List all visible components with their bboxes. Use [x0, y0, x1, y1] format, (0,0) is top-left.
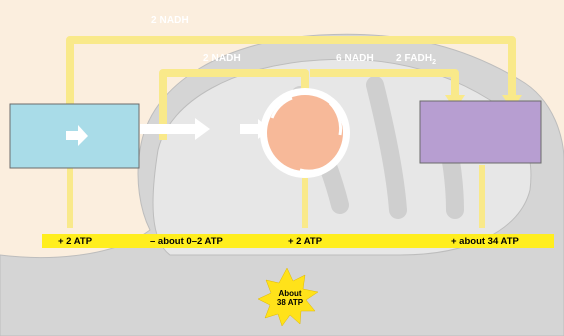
krebs-cycle-arrows — [270, 96, 343, 173]
atp-etc: + about 34 ATP — [451, 236, 519, 247]
fadh-subscript: 2 — [432, 59, 437, 66]
total-atp-line1: About — [278, 289, 302, 298]
nadh-label-mid: 2 NADH — [203, 53, 241, 64]
atp-down-arrows — [67, 165, 485, 228]
glycolysis-arrow-icon — [66, 125, 88, 146]
glycolysis-box — [9, 103, 140, 169]
mid-nadh-pathway — [159, 69, 309, 140]
fadh-label: 2 FADH2 — [396, 53, 436, 66]
pyruvate-arrow — [140, 118, 210, 140]
atp-bar — [42, 234, 554, 248]
electron-transport-box — [419, 100, 542, 164]
total-atp-label: About 38 ATP — [260, 289, 320, 307]
fadh-text: 2 FADH — [396, 53, 433, 64]
total-atp-starburst — [257, 267, 319, 327]
atp-fermentation: – about 0–2 ATP — [150, 236, 223, 247]
right-nadh-pathway — [310, 69, 459, 95]
atp-glycolysis: + 2 ATP — [58, 236, 93, 247]
nadh-label-right: 6 NADH — [336, 53, 374, 64]
atp-krebs: + 2 ATP — [288, 236, 323, 247]
nadh-label-top: 2 NADH — [151, 15, 189, 26]
top-nadh-pathway — [66, 36, 516, 108]
krebs-cycle-circle — [267, 95, 343, 171]
total-atp-line2: 38 ATP — [276, 298, 304, 307]
nadh-pathways — [66, 36, 516, 140]
